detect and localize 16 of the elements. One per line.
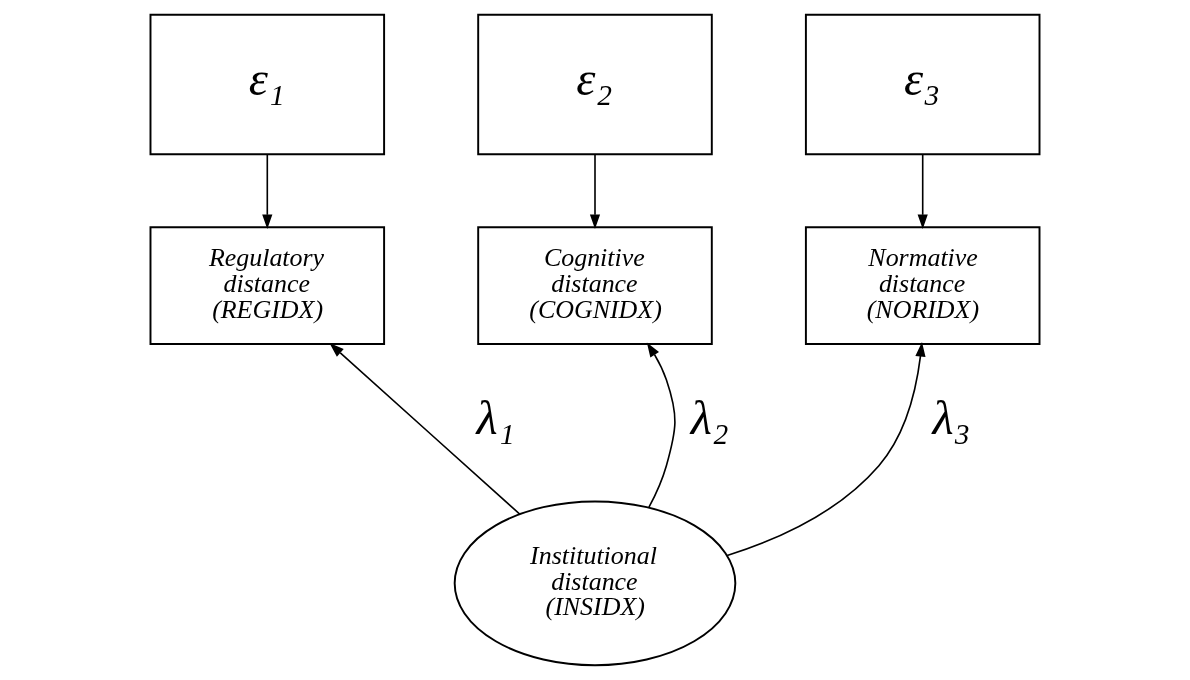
edge-label: λ₃: [932, 391, 971, 446]
edge-label: λ₂: [690, 391, 729, 446]
arrow: [262, 153, 273, 230]
node-box: Normative distance (NORIDX): [804, 226, 1041, 346]
edge-label: λ₁: [476, 391, 515, 446]
node-box: ε₃: [804, 13, 1041, 156]
node-box: Cognitive distance (COGNIDX): [477, 226, 713, 346]
arrow: [589, 153, 601, 230]
node-box: Regulatory distance (REGIDX): [149, 226, 386, 346]
arrow: [917, 153, 928, 230]
arrow: [726, 341, 926, 557]
node-box: ε₁: [149, 13, 386, 156]
arrow: [646, 342, 676, 508]
arrow: [329, 343, 521, 515]
node-ellipse: Institutional distance (INSIDX): [453, 500, 737, 667]
node-box: ε₂: [477, 13, 713, 156]
